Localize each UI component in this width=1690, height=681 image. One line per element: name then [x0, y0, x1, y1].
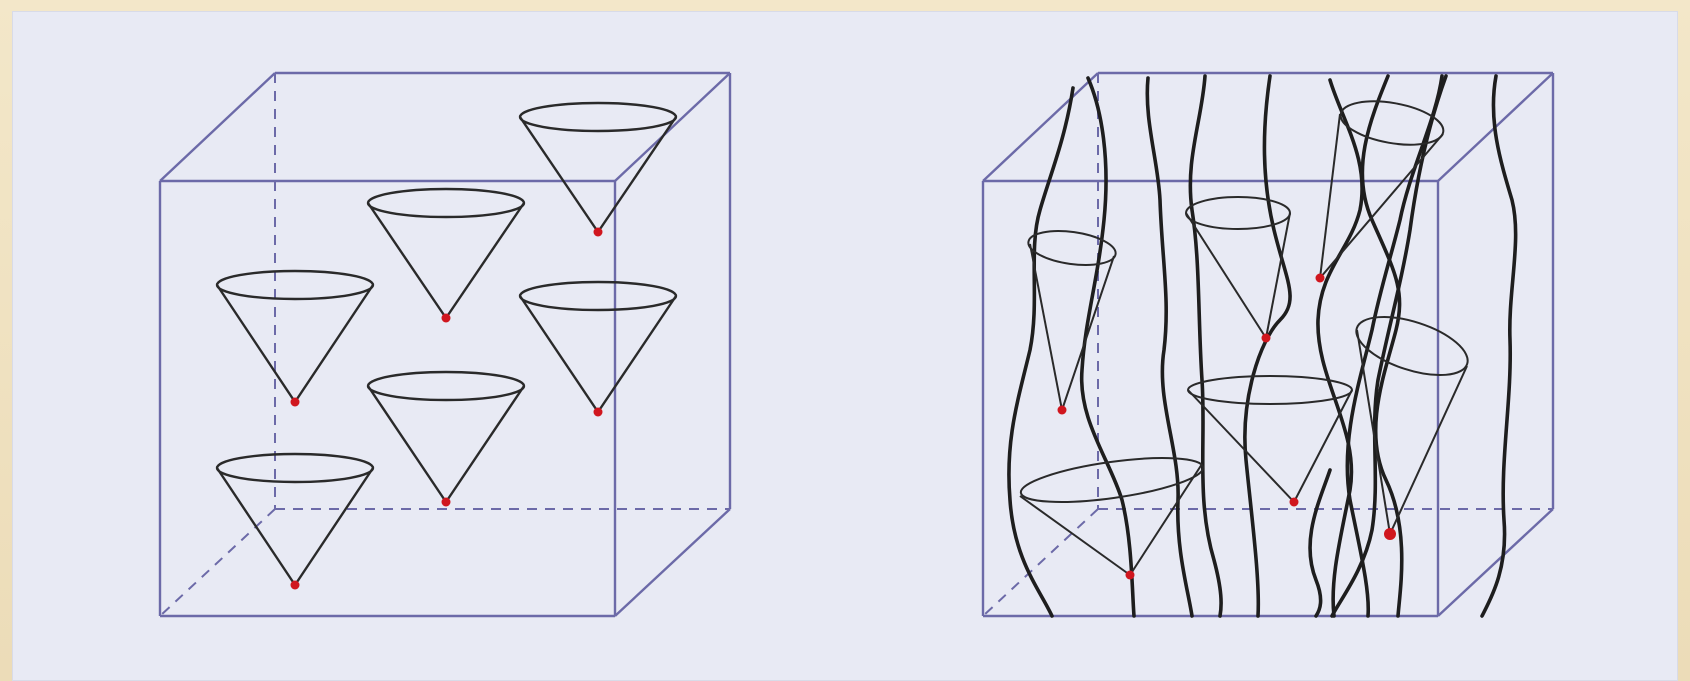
worldline — [1082, 78, 1134, 616]
edge — [983, 73, 1098, 181]
worldline — [1310, 470, 1330, 616]
apex-point — [291, 398, 300, 407]
right-cones — [1018, 94, 1474, 579]
apex-point — [1262, 334, 1271, 343]
edge — [615, 509, 730, 616]
worldline — [1190, 76, 1221, 616]
apex-point — [1290, 498, 1299, 507]
worldlines — [1009, 76, 1516, 616]
apex-point — [1126, 571, 1135, 580]
right-cube-visible-edges — [983, 73, 1553, 616]
apex-point — [442, 498, 451, 507]
light-cone — [368, 189, 524, 323]
light-cone — [1316, 94, 1447, 282]
light-cone — [1026, 226, 1118, 414]
light-cone — [217, 271, 373, 407]
edge — [160, 73, 275, 181]
light-cone — [217, 454, 373, 590]
apex-point — [1384, 528, 1396, 540]
apex-point — [1058, 406, 1067, 415]
apex-point — [1316, 274, 1325, 283]
light-cone — [1188, 376, 1352, 507]
worldline — [1482, 76, 1516, 616]
light-cone — [520, 282, 676, 417]
worldline — [1009, 88, 1073, 616]
edge — [615, 73, 730, 181]
light-cone — [1186, 197, 1290, 343]
right-cube — [983, 73, 1553, 616]
hidden-edge — [983, 509, 1098, 616]
apex-point — [594, 408, 603, 417]
worldline — [1147, 78, 1192, 616]
apex-point — [291, 581, 300, 590]
hidden-edge — [160, 509, 275, 616]
light-cone — [520, 103, 676, 237]
apex-point — [594, 228, 603, 237]
left-cones — [217, 103, 676, 590]
edge — [1438, 509, 1553, 616]
light-cone — [368, 372, 524, 507]
apex-point — [442, 314, 451, 323]
worldline — [1245, 76, 1290, 616]
